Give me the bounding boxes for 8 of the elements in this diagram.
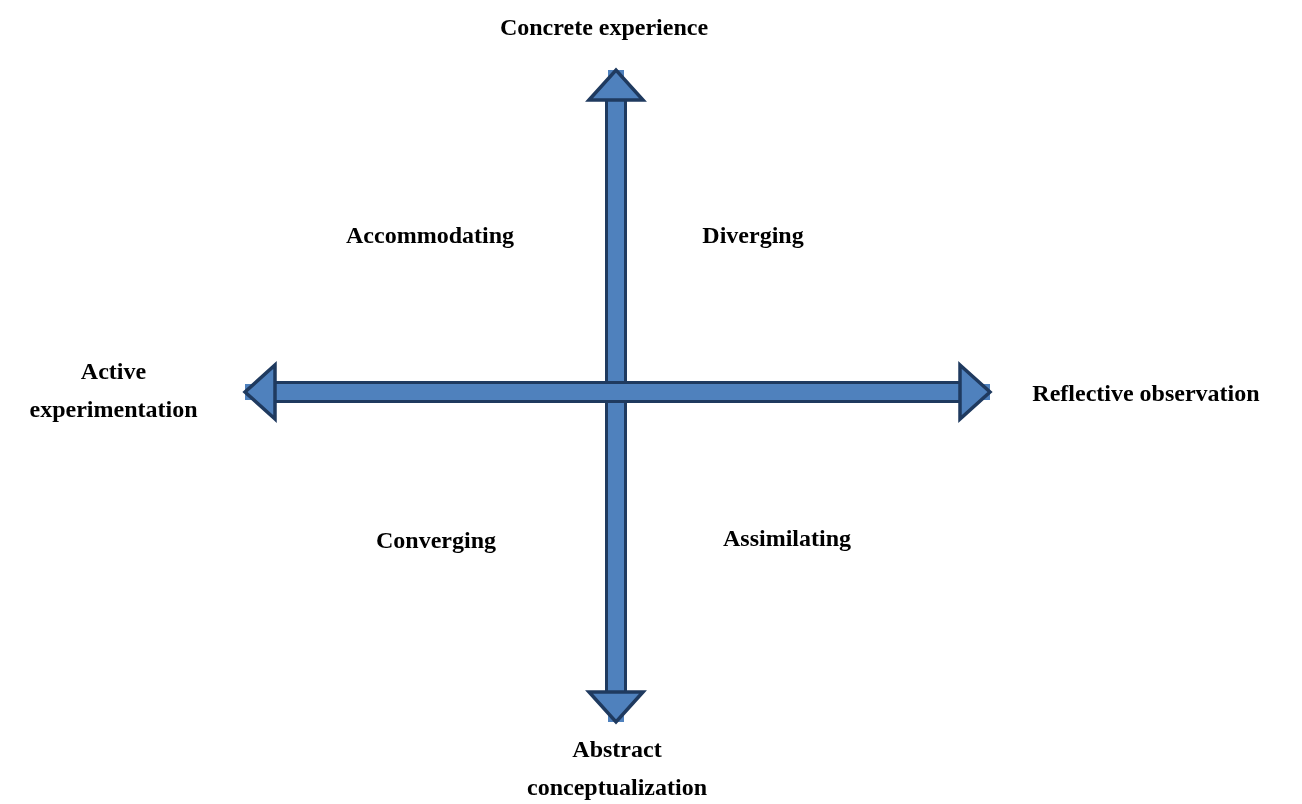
quadrant-label: Assimilating bbox=[723, 525, 851, 552]
axis-label: Reflective observation bbox=[1032, 379, 1260, 408]
quadrant-label: Accommodating bbox=[346, 222, 514, 249]
quadrant-label: Diverging bbox=[702, 222, 804, 249]
axis-label: Concrete experience bbox=[499, 13, 709, 42]
axis-label: Abstract conceptualization bbox=[526, 735, 708, 802]
quadrant-label: Converging bbox=[376, 527, 496, 554]
axis-label: Active experimentation bbox=[28, 357, 199, 424]
